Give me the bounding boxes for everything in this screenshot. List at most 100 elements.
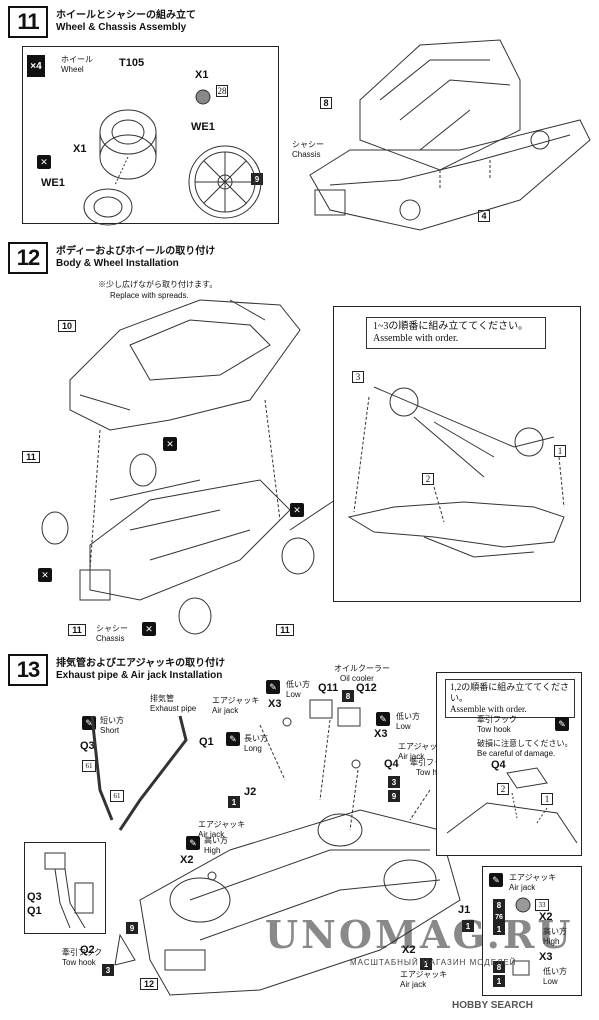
part-8-number: 8 bbox=[493, 961, 505, 973]
part-8-ref: 8 bbox=[320, 97, 332, 109]
step-title-jp: ボディーおよびホイールの取り付け bbox=[56, 246, 216, 257]
towhook-label-jp: 牽引フック bbox=[62, 948, 102, 957]
watermark-logo: UNOMAG.RU bbox=[265, 912, 574, 957]
chassis-drawing bbox=[309, 119, 591, 231]
order-callout-jp: 1,2の順番に組み立ててください。 bbox=[450, 682, 569, 703]
airjack-label-en: Air jack bbox=[212, 706, 239, 715]
order-callout: 1,2の順番に組み立ててください。 Assemble with order. bbox=[445, 679, 575, 718]
part-8-number: 8 bbox=[493, 899, 505, 911]
airjack-label-en: Air jack bbox=[398, 752, 425, 761]
glue-icon: ✎ bbox=[376, 712, 390, 726]
low-label-jp: 低い方 bbox=[286, 680, 310, 689]
high-label-jp: 高い方 bbox=[543, 927, 567, 936]
airjack-label-jp: エアジャッキ bbox=[198, 820, 246, 829]
glue-icon: ✕ bbox=[290, 503, 304, 517]
glue-icon: ✕ bbox=[38, 568, 52, 582]
part-x2: X2 bbox=[539, 911, 553, 923]
chassis-label-jp: シャシー bbox=[96, 624, 128, 633]
chassis-drawing bbox=[89, 479, 291, 601]
careful-label-en: Be careful of damage. bbox=[477, 749, 556, 758]
part-3-number: 3 bbox=[388, 776, 400, 788]
step-11-header: 11 ホイールとシャシーの組み立て Wheel & Chassis Assemb… bbox=[8, 6, 591, 38]
order-callout: 1~3の順番に組み立ててください。 Assemble with order. bbox=[366, 317, 546, 349]
order-callout-en: Assemble with order. bbox=[450, 704, 527, 714]
part-11-ref-b: 11 bbox=[68, 624, 86, 636]
hobby-search-logo: HOBBY SEARCH bbox=[452, 1000, 533, 1011]
step-title-jp: 排気管およびエアジャッキの取り付け bbox=[56, 658, 226, 669]
part-q1: Q1 bbox=[199, 736, 214, 748]
tow-hook-drawing bbox=[506, 767, 548, 789]
airjack-label-jp: エアジャッキ bbox=[400, 970, 448, 979]
airjack-label-jp: エアジャッキ bbox=[509, 873, 557, 882]
airjack-label-en: Air jack bbox=[198, 830, 225, 839]
part-x2: X2 bbox=[402, 944, 416, 956]
order-step-2: 2 bbox=[422, 473, 434, 485]
chassis-order-panel: 1~3の順番に組み立ててください。 Assemble with order. 3… bbox=[333, 306, 581, 602]
part-j2: J2 bbox=[244, 786, 257, 798]
order-step-2: 2 bbox=[497, 783, 509, 795]
part-9-number: 9 bbox=[388, 790, 400, 802]
part-q2: Q2 bbox=[80, 944, 95, 956]
step-title-en: Exhaust pipe & Air jack Installation bbox=[56, 670, 223, 681]
glue-icon: ✎ bbox=[186, 836, 200, 850]
part-x3: X3 bbox=[374, 728, 388, 740]
air-jack-detail-panel: ✎ エアジャッキ Air jack 8 76 1 33 X2 高い方 High … bbox=[482, 866, 582, 996]
part-1-number: 1 bbox=[493, 975, 505, 987]
step-12-header: 12 ボディーおよびホイールの取り付け Body & Wheel Install… bbox=[8, 242, 591, 274]
cage-bar-drawing bbox=[373, 386, 555, 448]
airjack-label-jp: エアジャッキ bbox=[398, 742, 446, 751]
part-12-ref: 12 bbox=[140, 978, 158, 990]
air-jack-part-drawing bbox=[515, 897, 531, 913]
part-1-number: 1 bbox=[462, 920, 474, 932]
glue-icon: ✕ bbox=[163, 437, 177, 451]
low-label-jp: 低い方 bbox=[543, 967, 567, 976]
part-10-ref: 10 bbox=[58, 320, 76, 332]
car-body-drawing bbox=[69, 299, 301, 431]
part-x2: X2 bbox=[180, 854, 194, 866]
part-61-number: 61 bbox=[110, 790, 124, 802]
part-x1-number: 28 bbox=[216, 85, 228, 97]
part-q4: Q4 bbox=[491, 759, 506, 771]
high-label-jp: 高い方 bbox=[204, 836, 228, 845]
part-9-number: 9 bbox=[126, 922, 138, 934]
order-callout-en: Assemble with order. bbox=[373, 333, 459, 344]
part-x1-left: X1 bbox=[73, 143, 87, 155]
part-q11: Q11 bbox=[318, 682, 339, 694]
wheel-label-jp: ホイール bbox=[61, 55, 93, 64]
glue-icon: ✕ bbox=[142, 622, 156, 636]
note-en: Replace with spreads. bbox=[110, 291, 189, 300]
part-q1: Q1 bbox=[27, 905, 42, 917]
we1-wheel-drawing bbox=[188, 145, 262, 219]
low-label-en: Low bbox=[396, 722, 411, 731]
quantity-badge: ×4 bbox=[27, 55, 45, 77]
note-jp: ※少し広げながら取り付けます。 bbox=[98, 280, 218, 289]
long-label-jp: 長い方 bbox=[244, 734, 268, 743]
wheel-drawings bbox=[83, 89, 262, 226]
order-step-1: 1 bbox=[554, 445, 566, 457]
low-label-en: Low bbox=[286, 690, 301, 699]
part-3-number: 3 bbox=[102, 964, 114, 976]
high-label-en: High bbox=[543, 937, 560, 946]
wheel-side-drawing bbox=[83, 188, 133, 226]
order-step-1: 1 bbox=[541, 793, 553, 805]
wheel-label-en: Wheel bbox=[61, 65, 84, 74]
part-t105: T105 bbox=[119, 57, 145, 69]
x1-cap-drawing bbox=[195, 89, 211, 105]
exhaust-label-jp: 排気管 bbox=[150, 694, 174, 703]
exhaust-detail-panel: Q3 Q1 bbox=[24, 842, 106, 934]
part-q4: Q4 bbox=[384, 758, 399, 770]
part-1-number: 1 bbox=[228, 796, 240, 808]
step-number: 13 bbox=[8, 654, 48, 686]
short-label-jp: 短い方 bbox=[100, 716, 124, 725]
step-title-en: Body & Wheel Installation bbox=[56, 258, 179, 269]
towhook-label-en: Tow hook bbox=[416, 768, 450, 777]
step-number: 12 bbox=[8, 242, 48, 274]
glue-icon: ✎ bbox=[555, 717, 569, 731]
tire-drawing bbox=[129, 453, 157, 487]
part-we1-left: WE1 bbox=[41, 177, 65, 189]
watermark-subtitle: МАСШТАБНЫЙ МАГАЗИН МОДЕЛЕЙ bbox=[350, 958, 517, 967]
oil-cooler-label-jp: オイルクーラー bbox=[334, 664, 390, 673]
